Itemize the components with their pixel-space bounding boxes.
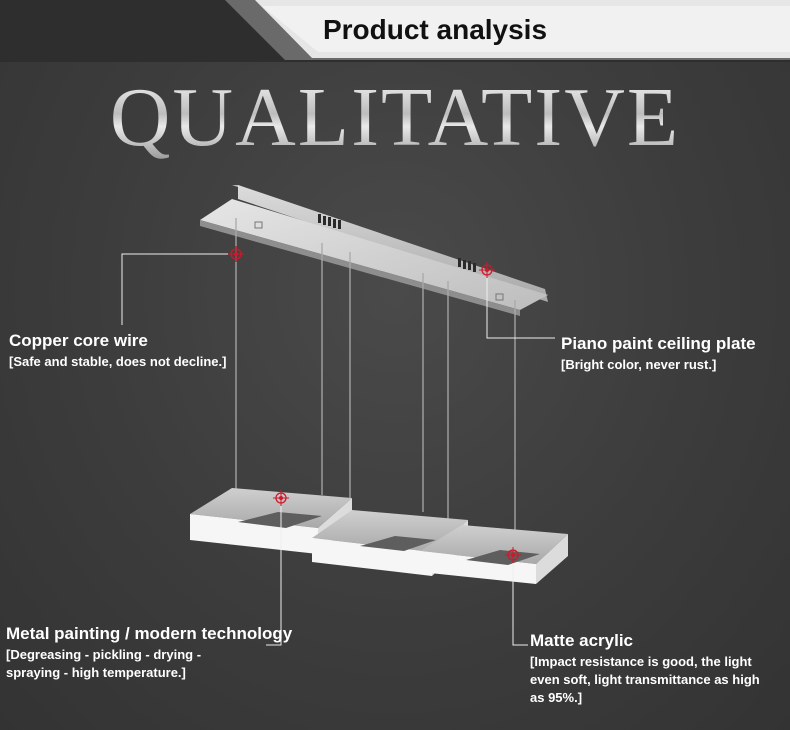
callout-detail-line: spraying - high temperature.] — [6, 665, 186, 680]
marker-acrylic — [505, 547, 521, 563]
hero-word: QUALITATIVE — [0, 76, 790, 160]
callout-title: Copper core wire — [9, 331, 148, 350]
callout-title: Piano paint ceiling plate — [561, 334, 756, 353]
callout-detail-line: even soft, light transmittance as high — [530, 672, 760, 687]
marker-wire — [228, 246, 244, 262]
banner-shapes — [0, 0, 790, 62]
lamp-module-right — [420, 525, 568, 584]
callout-copper-wire: Copper core wire [Safe and stable, does … — [9, 331, 226, 371]
callout-ceiling-plate: Piano paint ceiling plate [Bright color,… — [561, 334, 756, 374]
marker-plate — [479, 262, 495, 278]
page-title: Product analysis — [322, 14, 548, 45]
header-banner: Product analysis — [0, 0, 790, 62]
target-markers — [228, 246, 521, 563]
callout-detail-line: [Impact resistance is good, the light — [530, 654, 752, 669]
callout-detail-line: [Degreasing - pickling - drying - — [6, 647, 202, 662]
callout-metal-painting: Metal painting / modern technology [Degr… — [6, 624, 292, 682]
callout-title: Metal painting / modern technology — [6, 624, 293, 643]
callout-detail-line: as 95%.] — [530, 690, 583, 705]
marker-metal — [273, 490, 289, 506]
callout-title: Matte acrylic — [530, 631, 633, 650]
callout-matte-acrylic: Matte acrylic [Impact resistance is good… — [530, 631, 760, 707]
ceiling-plate — [200, 185, 548, 316]
callout-detail: [Bright color, never rust.] — [561, 357, 717, 372]
callout-detail: [Safe and stable, does not decline.] — [9, 354, 227, 369]
callout-lines — [121, 253, 555, 646]
